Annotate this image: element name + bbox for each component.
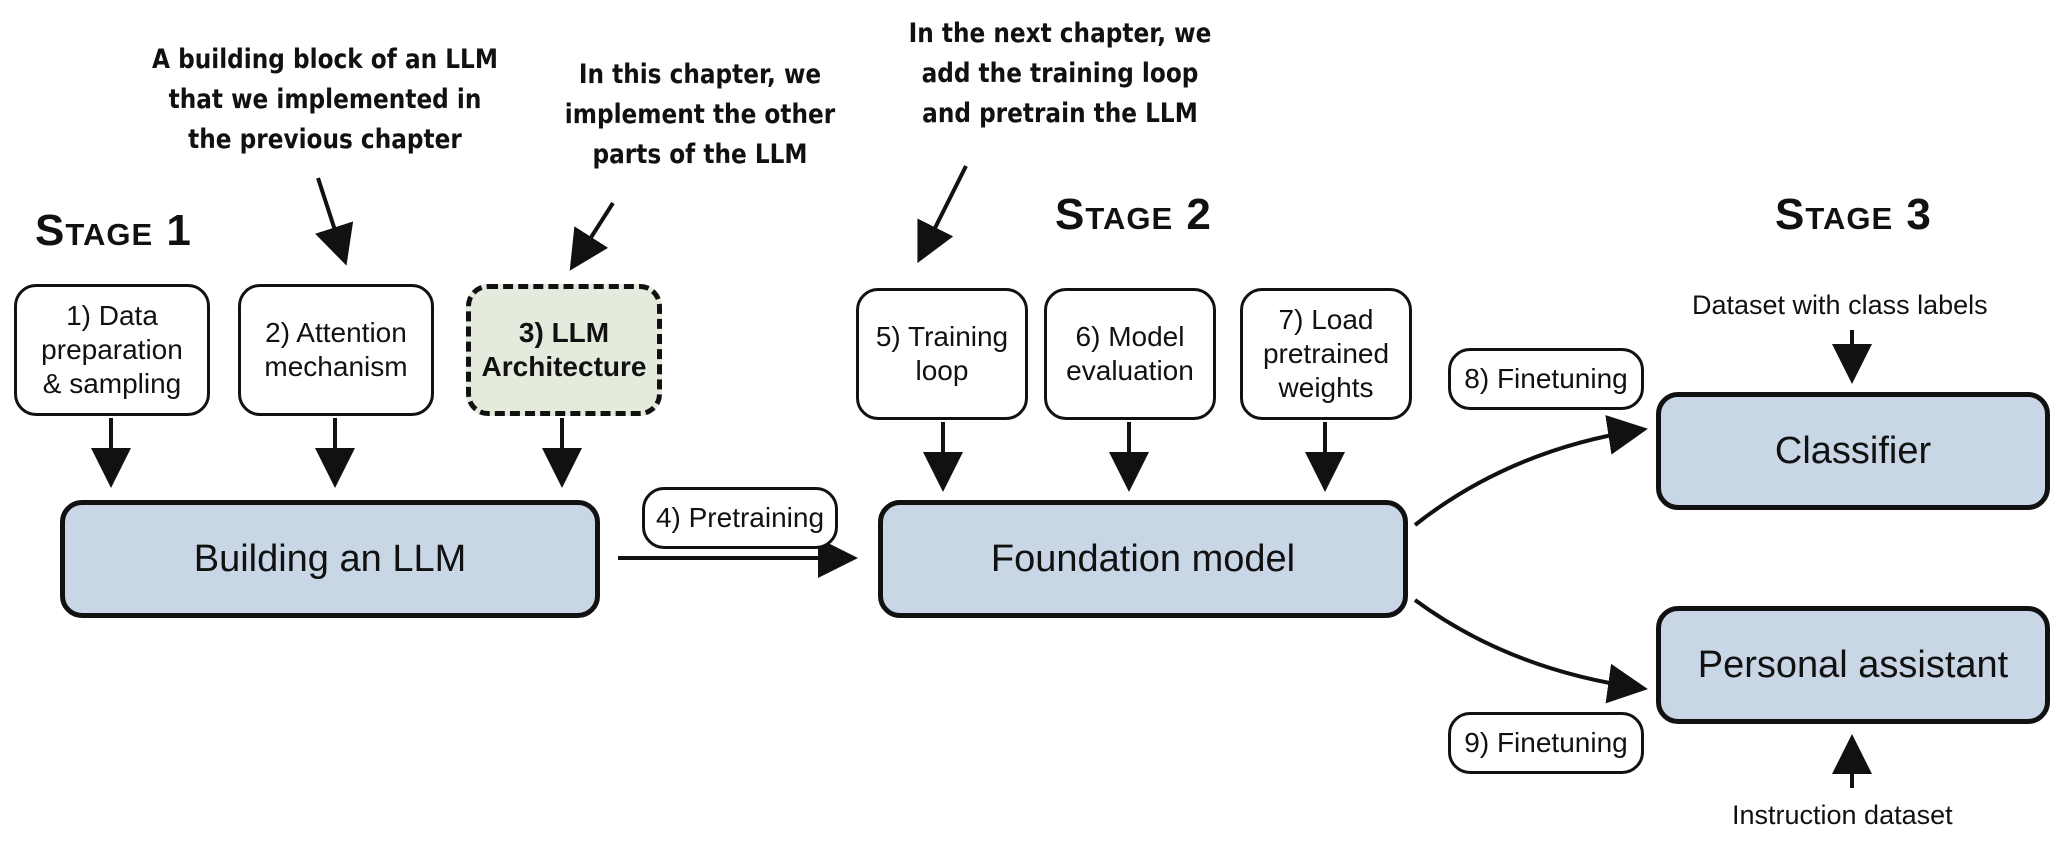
annotation-this-chapter: In this chapter, we implement the other … xyxy=(564,59,836,170)
step-model-evaluation: 6) Model evaluation xyxy=(1044,288,1216,420)
arrow-annotation-to-step3 xyxy=(569,201,615,271)
annotation-building-block: A building block of an LLM that we imple… xyxy=(152,44,498,155)
finetuning-9-label: 9) Finetuning xyxy=(1448,712,1644,774)
classifier-box: Classifier xyxy=(1656,392,2050,510)
foundation-model-box: Foundation model xyxy=(878,500,1408,618)
arrow-annotation-to-step5 xyxy=(917,165,968,264)
arrow-annotation-to-step2 xyxy=(315,177,354,266)
dataset-class-labels: Dataset with class labels xyxy=(1692,290,1988,320)
step-llm-architecture: 3) LLM Architecture xyxy=(466,284,662,416)
stage-2-heading: Stage 2 xyxy=(1055,190,1212,239)
pretraining-label: 4) Pretraining xyxy=(642,487,838,549)
step-data-preparation: 1) Data preparation & sampling xyxy=(14,284,210,416)
arrow-finetuning-assistant xyxy=(1413,598,1648,704)
step-attention-mechanism: 2) Attention mechanism xyxy=(238,284,434,416)
arrow-finetuning-classifier xyxy=(1413,415,1648,527)
stage-3-heading: Stage 3 xyxy=(1775,190,1932,239)
annotation-next-chapter: In the next chapter, we add the training… xyxy=(908,18,1212,129)
step-load-pretrained-weights: 7) Load pretrained weights xyxy=(1240,288,1412,420)
dataset-instruction: Instruction dataset xyxy=(1732,800,1953,830)
personal-assistant-box: Personal assistant xyxy=(1656,606,2050,724)
building-an-llm-box: Building an LLM xyxy=(60,500,600,618)
step-training-loop: 5) Training loop xyxy=(856,288,1028,420)
stage-1-heading: Stage 1 xyxy=(35,206,192,255)
finetuning-8-label: 8) Finetuning xyxy=(1448,348,1644,410)
